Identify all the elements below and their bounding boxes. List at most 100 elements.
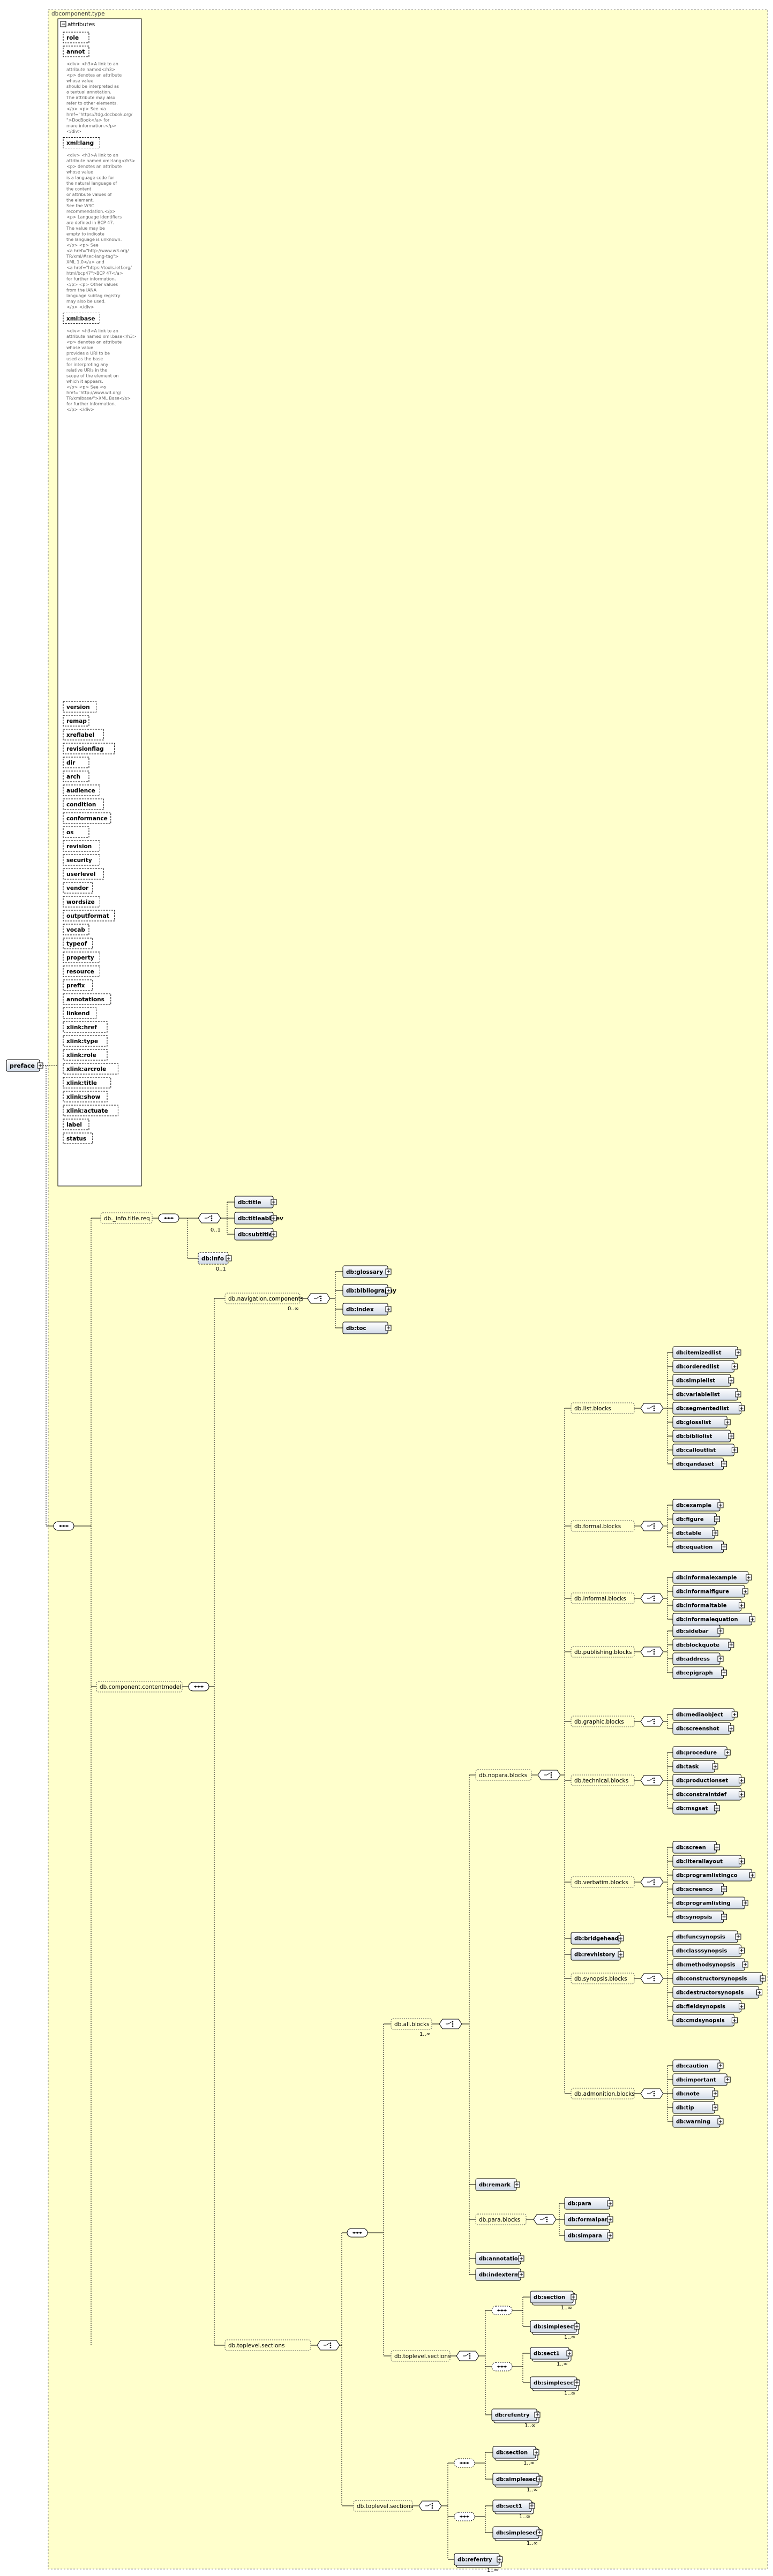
choice-compositor xyxy=(537,1770,561,1780)
element-label: db:itemizedlist xyxy=(676,1350,722,1356)
sequence-compositor xyxy=(158,1213,179,1223)
choice-dot-2 xyxy=(653,1525,655,1527)
attribute-doc-line: <p> denotes an attribute xyxy=(66,340,122,345)
choice-dot-1 xyxy=(469,2353,471,2355)
element-label: db:tip xyxy=(676,2105,694,2111)
group-label: db.informal.blocks xyxy=(574,1596,626,1602)
attribute-conformance: conformance xyxy=(63,812,111,824)
element-label: db:refentry xyxy=(457,2557,492,2563)
element-label: db:qandaset xyxy=(676,1462,714,1468)
choice-switch xyxy=(427,2503,432,2506)
element-label: db:methodsynopsis xyxy=(676,1962,735,1968)
attribute-doc-line: </p> </div> xyxy=(66,407,94,412)
sequence-compositor xyxy=(347,2228,368,2238)
attribute-doc-line: TR/xmlbase/">XML Base</a> xyxy=(66,396,131,401)
attribute-doc-line: recommendation.</p> xyxy=(66,209,116,214)
element-db-calloutlist: db:calloutlist xyxy=(672,1444,738,1456)
element-db-title: db:title xyxy=(234,1196,277,1208)
element-db-informaltable: db:informaltable xyxy=(672,1599,745,1612)
attribute-doc-line: The attribute may also xyxy=(66,95,115,100)
group-box xyxy=(571,1592,635,1604)
choice-shape xyxy=(640,1593,664,1604)
attribute-xlink-show: xlink:show xyxy=(63,1091,108,1102)
choice-switch xyxy=(542,2217,546,2220)
group-box xyxy=(353,2500,413,2512)
element-db-bibliolist: db:bibliolist xyxy=(672,1430,734,1442)
sequence-compositor xyxy=(53,1521,74,1531)
attribute-name: role xyxy=(66,35,79,41)
choice-compositor xyxy=(456,2351,479,2361)
choice-dot-2 xyxy=(653,2092,655,2095)
group-label: db._info.title.req xyxy=(104,1215,150,1222)
attribute-prefix: prefix xyxy=(63,979,93,991)
group-db-list-blocks: db.list.blocks xyxy=(571,1402,635,1414)
choice-shape xyxy=(307,1293,331,1304)
attribute-doc-line: <div> <h3>A link to an xyxy=(66,62,118,66)
attribute-name: xlink:actuate xyxy=(66,1108,108,1114)
attribute-xlink-type: xlink:type xyxy=(63,1035,108,1047)
attribute-name: security xyxy=(66,857,92,864)
attribute-doc-line: </p> </div> xyxy=(66,305,94,309)
choice-dot-3 xyxy=(653,1723,655,1725)
group-label: db.technical.blocks xyxy=(574,1778,628,1784)
element-db-tip: db:tip xyxy=(672,2101,718,2114)
group-label: db.admonition.blocks xyxy=(574,2091,635,2097)
group-db-nopara-blocks: db.nopara.blocks xyxy=(475,1769,532,1781)
attribute-box xyxy=(63,313,100,324)
attribute-role: role xyxy=(63,32,89,43)
element-preface: preface xyxy=(6,1059,43,1072)
attribute-annotations: annotations xyxy=(63,993,111,1005)
element-db-bridgehead: db:bridgehead xyxy=(571,1932,624,1945)
element-db-simplelist: db:simplelist xyxy=(672,1374,734,1387)
element-db-info: db:info xyxy=(198,1252,232,1265)
attribute-name: audience xyxy=(66,788,95,794)
group-box xyxy=(571,1646,635,1658)
attribute-box xyxy=(63,1035,108,1047)
choice-shape xyxy=(640,1775,664,1786)
group-label: db.graphic.blocks xyxy=(574,1719,624,1725)
attribute-box xyxy=(63,1077,111,1089)
element-label: db:bridgehead xyxy=(574,1936,619,1942)
attribute-box xyxy=(63,770,89,782)
element-db-fieldsynopsis: db:fieldsynopsis xyxy=(672,2000,745,2013)
choice-shape xyxy=(418,2501,442,2511)
attribute-name: annotations xyxy=(66,996,104,1003)
element-db-methodsynopsis: db:methodsynopsis xyxy=(672,1958,748,1971)
element-label: db:refentry xyxy=(495,2413,530,2419)
element-db-task: db:task xyxy=(672,1760,718,1773)
attribute-name: vendor xyxy=(66,885,89,892)
attribute-doc-line: from the IANA xyxy=(66,288,97,293)
attribute-box xyxy=(63,938,93,949)
element-label: db:section xyxy=(496,2450,528,2456)
group-box xyxy=(391,2018,432,2030)
choice-dot-2 xyxy=(653,1977,655,1980)
group-db-toplevel-sections: db.toplevel.sections xyxy=(224,2339,311,2351)
attribute-xlink-title: xlink:title xyxy=(63,1077,111,1089)
choice-dot-3 xyxy=(550,1776,552,1778)
sequence-compositor xyxy=(188,1682,209,1691)
attribute-box xyxy=(63,1091,108,1102)
group-label: db.para.blocks xyxy=(479,2217,520,2223)
element-label: db:segmentedlist xyxy=(676,1406,729,1412)
element-db-programlisting: db:programlisting xyxy=(672,1897,748,1909)
group-box xyxy=(475,1769,532,1781)
group-db-toplevel-sections: db.toplevel.sections xyxy=(353,2500,413,2512)
group-label: db.publishing.blocks xyxy=(574,1649,632,1656)
element-label: db:simplesect xyxy=(496,2530,538,2536)
choice-dot-3 xyxy=(653,1883,655,1885)
attribute-name: condition xyxy=(66,802,96,808)
attribute-doc-line: TR/xml/#sec-lang-tag"> xyxy=(66,254,118,259)
element-label: db:funcsynopsis xyxy=(676,1935,725,1940)
attribute-name: vocab xyxy=(66,927,85,933)
element-db-figure: db:figure xyxy=(672,1513,720,1525)
attribute-box xyxy=(63,882,93,894)
element-label: db:task xyxy=(676,1764,699,1770)
choice-dot-2 xyxy=(550,1774,552,1776)
choice-dot-1 xyxy=(653,1879,655,1881)
choice-dot-2 xyxy=(452,2023,454,2025)
element-label: db:procedure xyxy=(676,1750,717,1756)
group-db-informal-blocks: db.informal.blocks xyxy=(571,1592,635,1604)
element-label: db:sect1 xyxy=(496,2504,522,2510)
